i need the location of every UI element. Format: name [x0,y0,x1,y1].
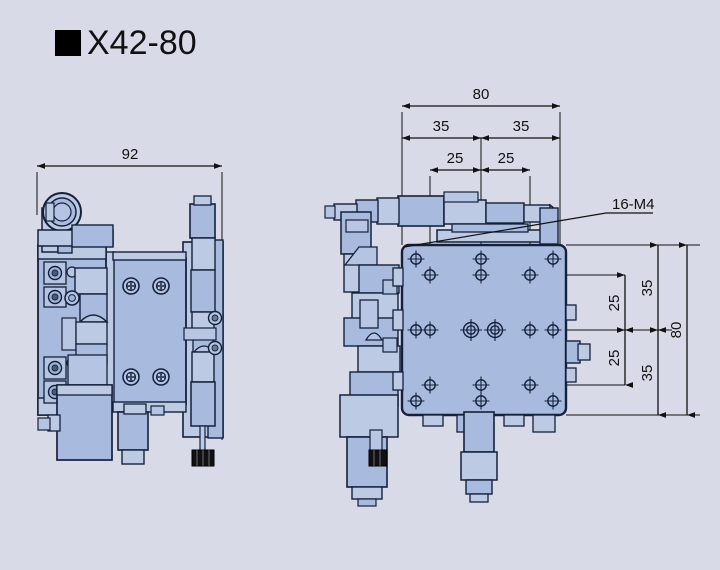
leader-note-16-m4: 16-M4 [403,196,655,248]
dimension-label-35-top-right: 35 [513,118,530,135]
leader-label-16-m4: 16-M4 [612,196,655,213]
dimension-80-right: 80 [668,242,695,418]
page-title: X42-80 [87,24,197,62]
front-plan-view: 80 35 35 25 25 80 [324,86,700,507]
screw-head-icon [122,277,140,295]
dimension-label-25-right-bottom: 25 [606,350,623,367]
dimension-35-top-left: 35 [402,118,481,141]
screw-head-icon [152,368,170,386]
dimension-label-80-top: 80 [473,86,490,103]
dimension-25-top-left: 25 [430,150,481,173]
dimension-25-right-bottom: 25 [606,327,633,388]
dimension-label-25-right-top: 25 [606,295,623,312]
dimension-label-35-right-top: 35 [639,280,656,297]
dimension-35-right-bottom: 35 [639,327,666,418]
dimension-label-92: 92 [122,146,139,163]
screw-head-icon [122,368,140,386]
square-bullet-icon [55,30,81,56]
knurled-knob [368,449,388,467]
dimension-label-35-right-bottom: 35 [639,365,656,382]
dimension-label-25-top-right: 25 [498,150,515,167]
dimension-25-top-right: 25 [481,150,530,173]
dimension-label-25-top-left: 25 [447,150,464,167]
dimension-92: 92 [37,146,222,169]
dimension-25-right-top: 25 [606,272,633,333]
dimension-35-right-top: 35 [639,242,666,333]
dimension-label-80-right: 80 [668,322,685,339]
dimension-80-top: 80 [402,86,560,109]
side-elevation-view: 92 [36,146,224,467]
dimension-35-top-right: 35 [481,118,560,141]
screw-head-icon [152,277,170,295]
dimension-label-35-top-left: 35 [433,118,450,135]
drawing-title: X42-80 [55,26,197,60]
